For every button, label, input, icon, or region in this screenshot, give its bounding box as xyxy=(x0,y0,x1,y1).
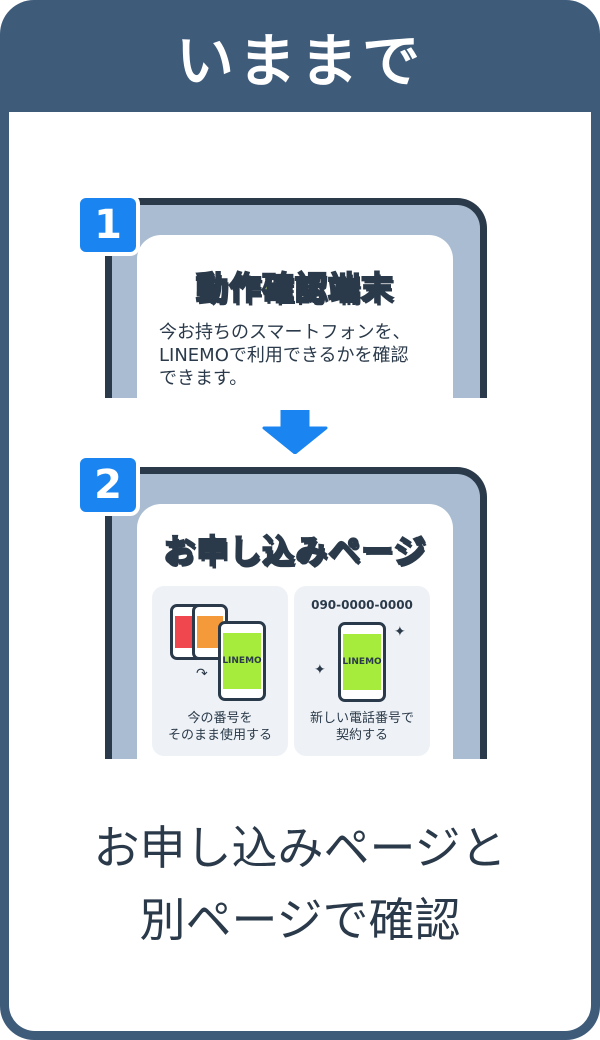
linemo-phone-icon: LINEMO xyxy=(338,622,386,702)
step2-phone-frame: お申し込みページ LINEMO ↷ 今の番号をそのまま使用する 090-0000… xyxy=(105,467,487,759)
desc-line: 今お持ちのスマートフォンを、 xyxy=(159,322,411,343)
desc-line: LINEMOで利用できるかを確認 xyxy=(159,345,409,366)
step1-phone-frame: 動作確認端末 今お持ちのスマートフォンを、 LINEMOで利用できるかを確認 で… xyxy=(105,198,487,398)
linemo-phone-icon: LINEMO xyxy=(218,621,266,701)
sparkle-icon: ✦ xyxy=(314,662,326,678)
footer-line: 別ページで確認 xyxy=(139,893,461,947)
header-title: いままで xyxy=(175,27,424,95)
step1-badge: 1 xyxy=(76,194,140,256)
option-keep-number: LINEMO ↷ 今の番号をそのまま使用する xyxy=(152,586,288,756)
desc-line: できます。 xyxy=(159,368,248,389)
footer-line: お申し込みページと xyxy=(93,821,507,875)
step1-screen: 動作確認端末 今お持ちのスマートフォンを、 LINEMOで利用できるかを確認 で… xyxy=(137,235,453,398)
option-new-number: 090-0000-0000 LINEMO ✦ ✦ 新しい電話番号で契約する xyxy=(294,586,430,756)
option-caption: 今の番号をそのまま使用する xyxy=(167,711,272,743)
step2-badge: 2 xyxy=(76,454,140,516)
arrow-down-icon xyxy=(262,410,328,454)
footer-text: お申し込みページと 別ページで確認 xyxy=(0,812,600,956)
phone-number: 090-0000-0000 xyxy=(311,598,413,612)
option-caption: 新しい電話番号で契約する xyxy=(309,711,414,743)
step2-screen: お申し込みページ LINEMO ↷ 今の番号をそのまま使用する 090-0000… xyxy=(137,504,453,759)
curved-arrow-icon: ↷ xyxy=(196,666,208,682)
step1-description: 今お持ちのスマートフォンを、 LINEMOで利用できるかを確認 できます。 xyxy=(159,321,453,390)
sparkle-icon: ✦ xyxy=(394,624,406,640)
step1-title: 動作確認端末 xyxy=(195,268,394,308)
step2-title: お申し込みページ xyxy=(162,531,427,571)
